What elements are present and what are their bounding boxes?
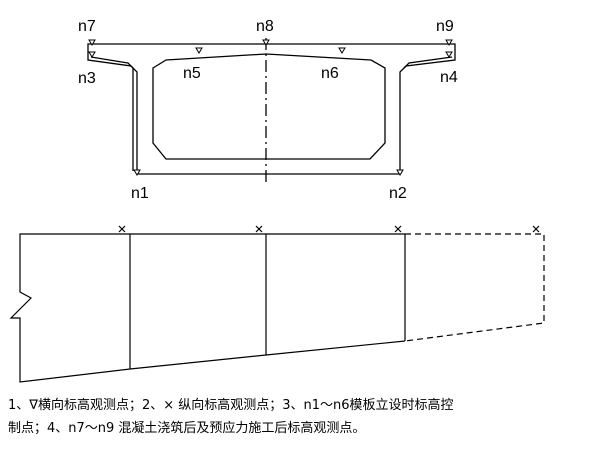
triangle-marker-n3	[88, 51, 96, 58]
triangle-marker-n4	[445, 51, 453, 58]
label-n6: n6	[321, 65, 339, 82]
label-n8: n8	[256, 18, 274, 35]
girder-outer-inner-line	[90, 56, 453, 171]
label-n5: n5	[183, 65, 201, 82]
label-n9: n9	[436, 18, 454, 35]
triangle-marker-n7	[88, 39, 96, 46]
triangle-marker-n5	[195, 47, 203, 54]
cross-marker-1	[118, 225, 126, 233]
caption-line-2: 制点；4、n7～n9 混凝土浇筑后及预应力施工后标高观测点。	[8, 421, 366, 436]
next-segment-outline	[404, 233, 545, 342]
triangle-marker-n1	[133, 169, 141, 176]
cross-marker-3	[394, 225, 402, 233]
label-n7: n7	[78, 18, 96, 35]
label-n2: n2	[389, 185, 407, 202]
triangle-marker-n9	[445, 39, 453, 46]
label-n4: n4	[440, 69, 458, 86]
legend-caption: 1、∇横向标高观测点；2、× 纵向标高观测点；3、n1～n6模板立设时标高控 制…	[8, 394, 596, 440]
cross-marker-4	[532, 225, 540, 233]
triangle-marker-n2	[396, 169, 404, 176]
girder-cavity	[152, 53, 386, 160]
triangle-marker-n8	[262, 39, 270, 46]
triangle-marker-n6	[338, 47, 346, 54]
cross-marker-2	[255, 225, 263, 233]
elevation-outline	[9, 233, 406, 383]
caption-line-1: 1、∇横向标高观测点；2、× 纵向标高观测点；3、n1～n6模板立设时标高控	[8, 398, 454, 413]
label-n1: n1	[131, 185, 149, 202]
label-n3: n3	[78, 70, 96, 87]
girder-outer-outline	[87, 43, 456, 175]
